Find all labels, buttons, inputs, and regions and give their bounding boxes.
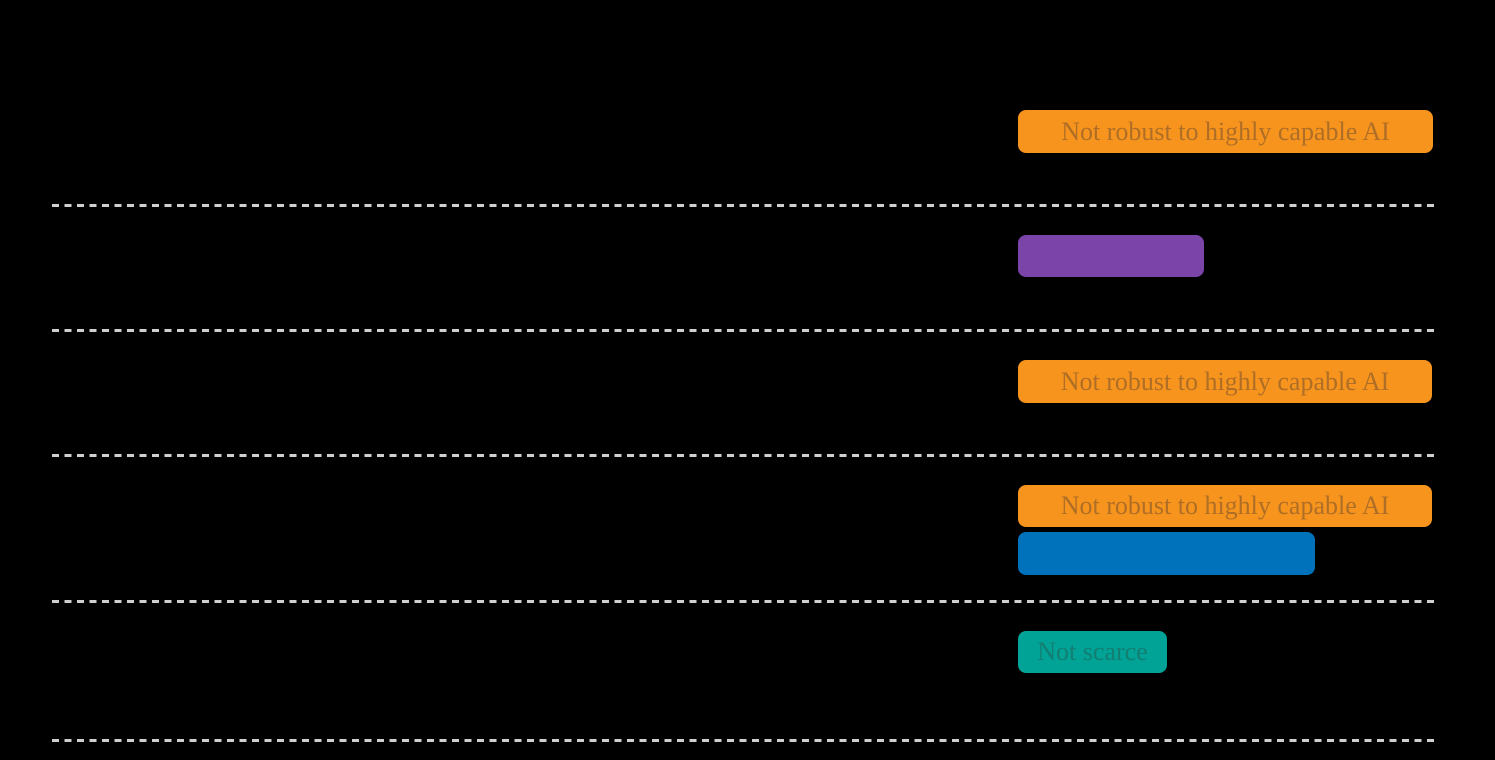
row-divider-4 bbox=[52, 600, 1438, 603]
badge-blue-unlabeled-row4 bbox=[1018, 532, 1315, 575]
badge-not-robust-row1: Not robust to highly capable AI bbox=[1018, 110, 1433, 153]
badge-not-robust-row3: Not robust to highly capable AI bbox=[1018, 360, 1432, 403]
row-divider-1 bbox=[52, 204, 1438, 207]
row-divider-5 bbox=[52, 739, 1438, 742]
badge-not-scarce-row5: Not scarce bbox=[1018, 631, 1167, 673]
row-divider-3 bbox=[52, 454, 1438, 457]
badge-not-robust-row4: Not robust to highly capable AI bbox=[1018, 485, 1432, 527]
row-divider-2 bbox=[52, 329, 1438, 332]
badge-purple-unlabeled-row2 bbox=[1018, 235, 1204, 277]
